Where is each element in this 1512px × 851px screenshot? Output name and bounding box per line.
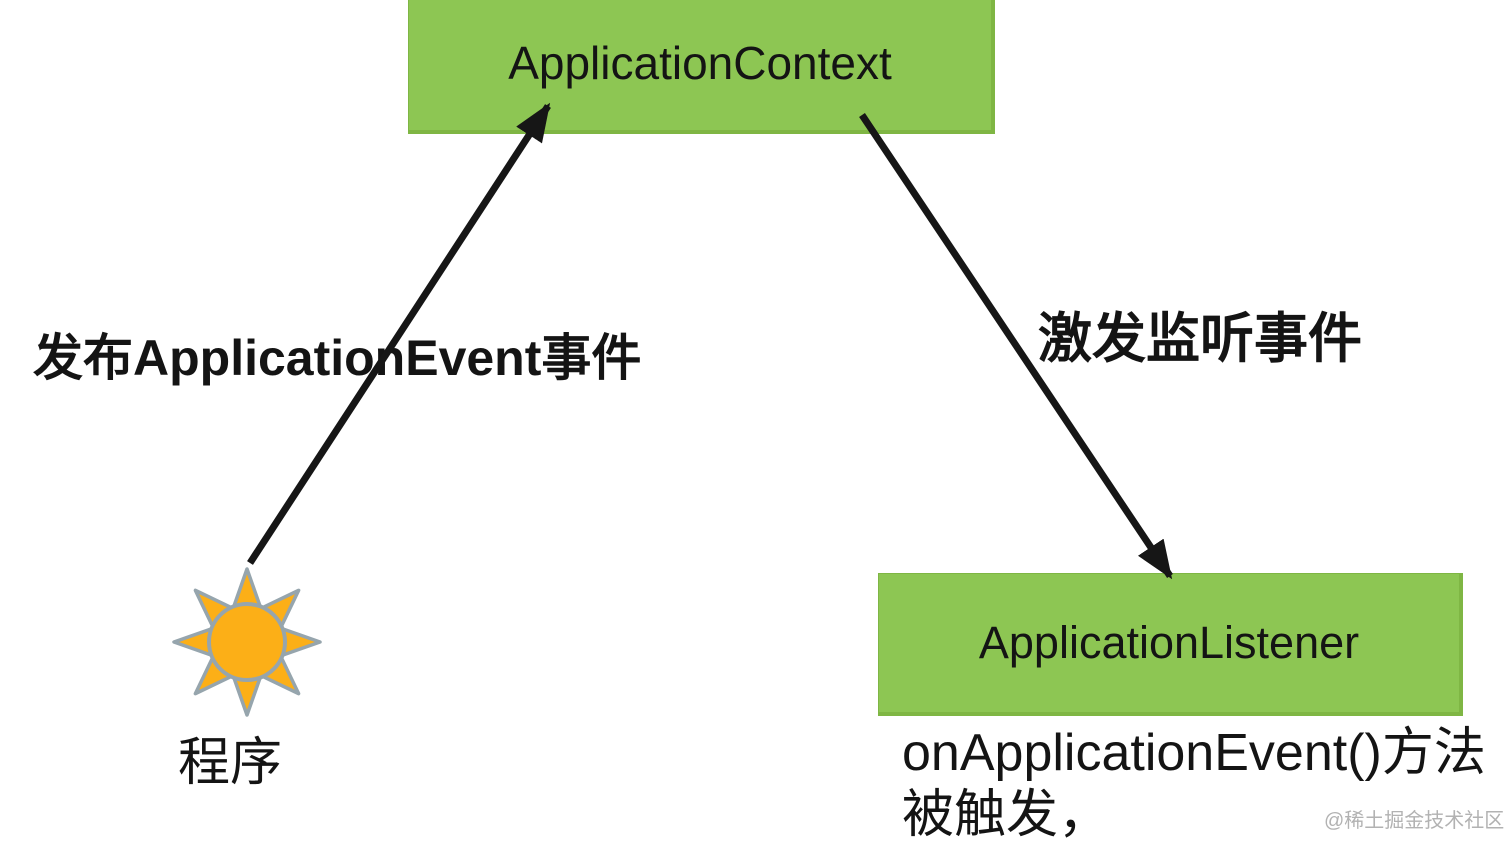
application-listener-node: ApplicationListener — [878, 573, 1463, 716]
sun-icon — [167, 562, 327, 722]
watermark: @稀土掘金技术社区 — [1324, 810, 1505, 832]
listener-note: onApplicationEvent()方法被触发， — [902, 724, 1486, 845]
application-context-node: ApplicationContext — [408, 0, 995, 134]
program-label: 程序 — [178, 735, 283, 792]
trigger-edge-label: 激发监听事件 — [1038, 309, 1362, 369]
application-context-label: ApplicationContext — [508, 36, 892, 89]
application-listener-label: ApplicationListener — [978, 617, 1360, 668]
publish-edge-label: 发布ApplicationEvent事件 — [33, 330, 642, 386]
